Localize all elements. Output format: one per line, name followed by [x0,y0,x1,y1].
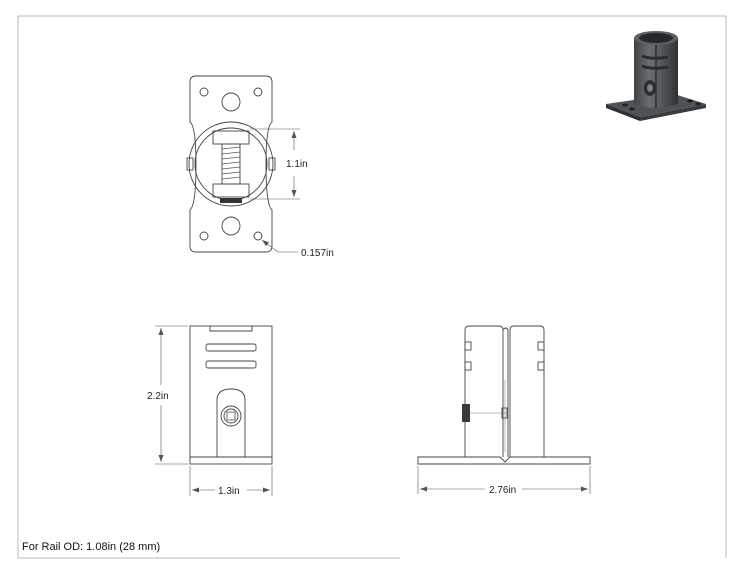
product-render-image [606,31,706,121]
screw-thread [221,146,241,180]
dim-height-label: 2.2in [147,391,169,402]
dim-height: 2.2in [147,325,188,465]
dim-width-label: 1.3in [218,486,240,497]
dim-hole-label: 0.157in [301,248,334,259]
dim-rail-gap-label: 1.1in [286,159,308,170]
rail-od-note: For Rail OD: 1.08in (28 mm) [22,541,160,553]
dim-width: 1.3in [189,466,273,497]
top-view [186,75,276,253]
sheet-border [17,15,727,559]
dim-rail-gap: 1.1in [250,128,308,200]
dim-base-length-label: 2.76in [489,485,516,496]
dim-hole: 0.157in [261,239,334,259]
dim-base-length: 2.76in [417,466,591,496]
side-view [417,325,591,465]
front-view [189,325,273,465]
